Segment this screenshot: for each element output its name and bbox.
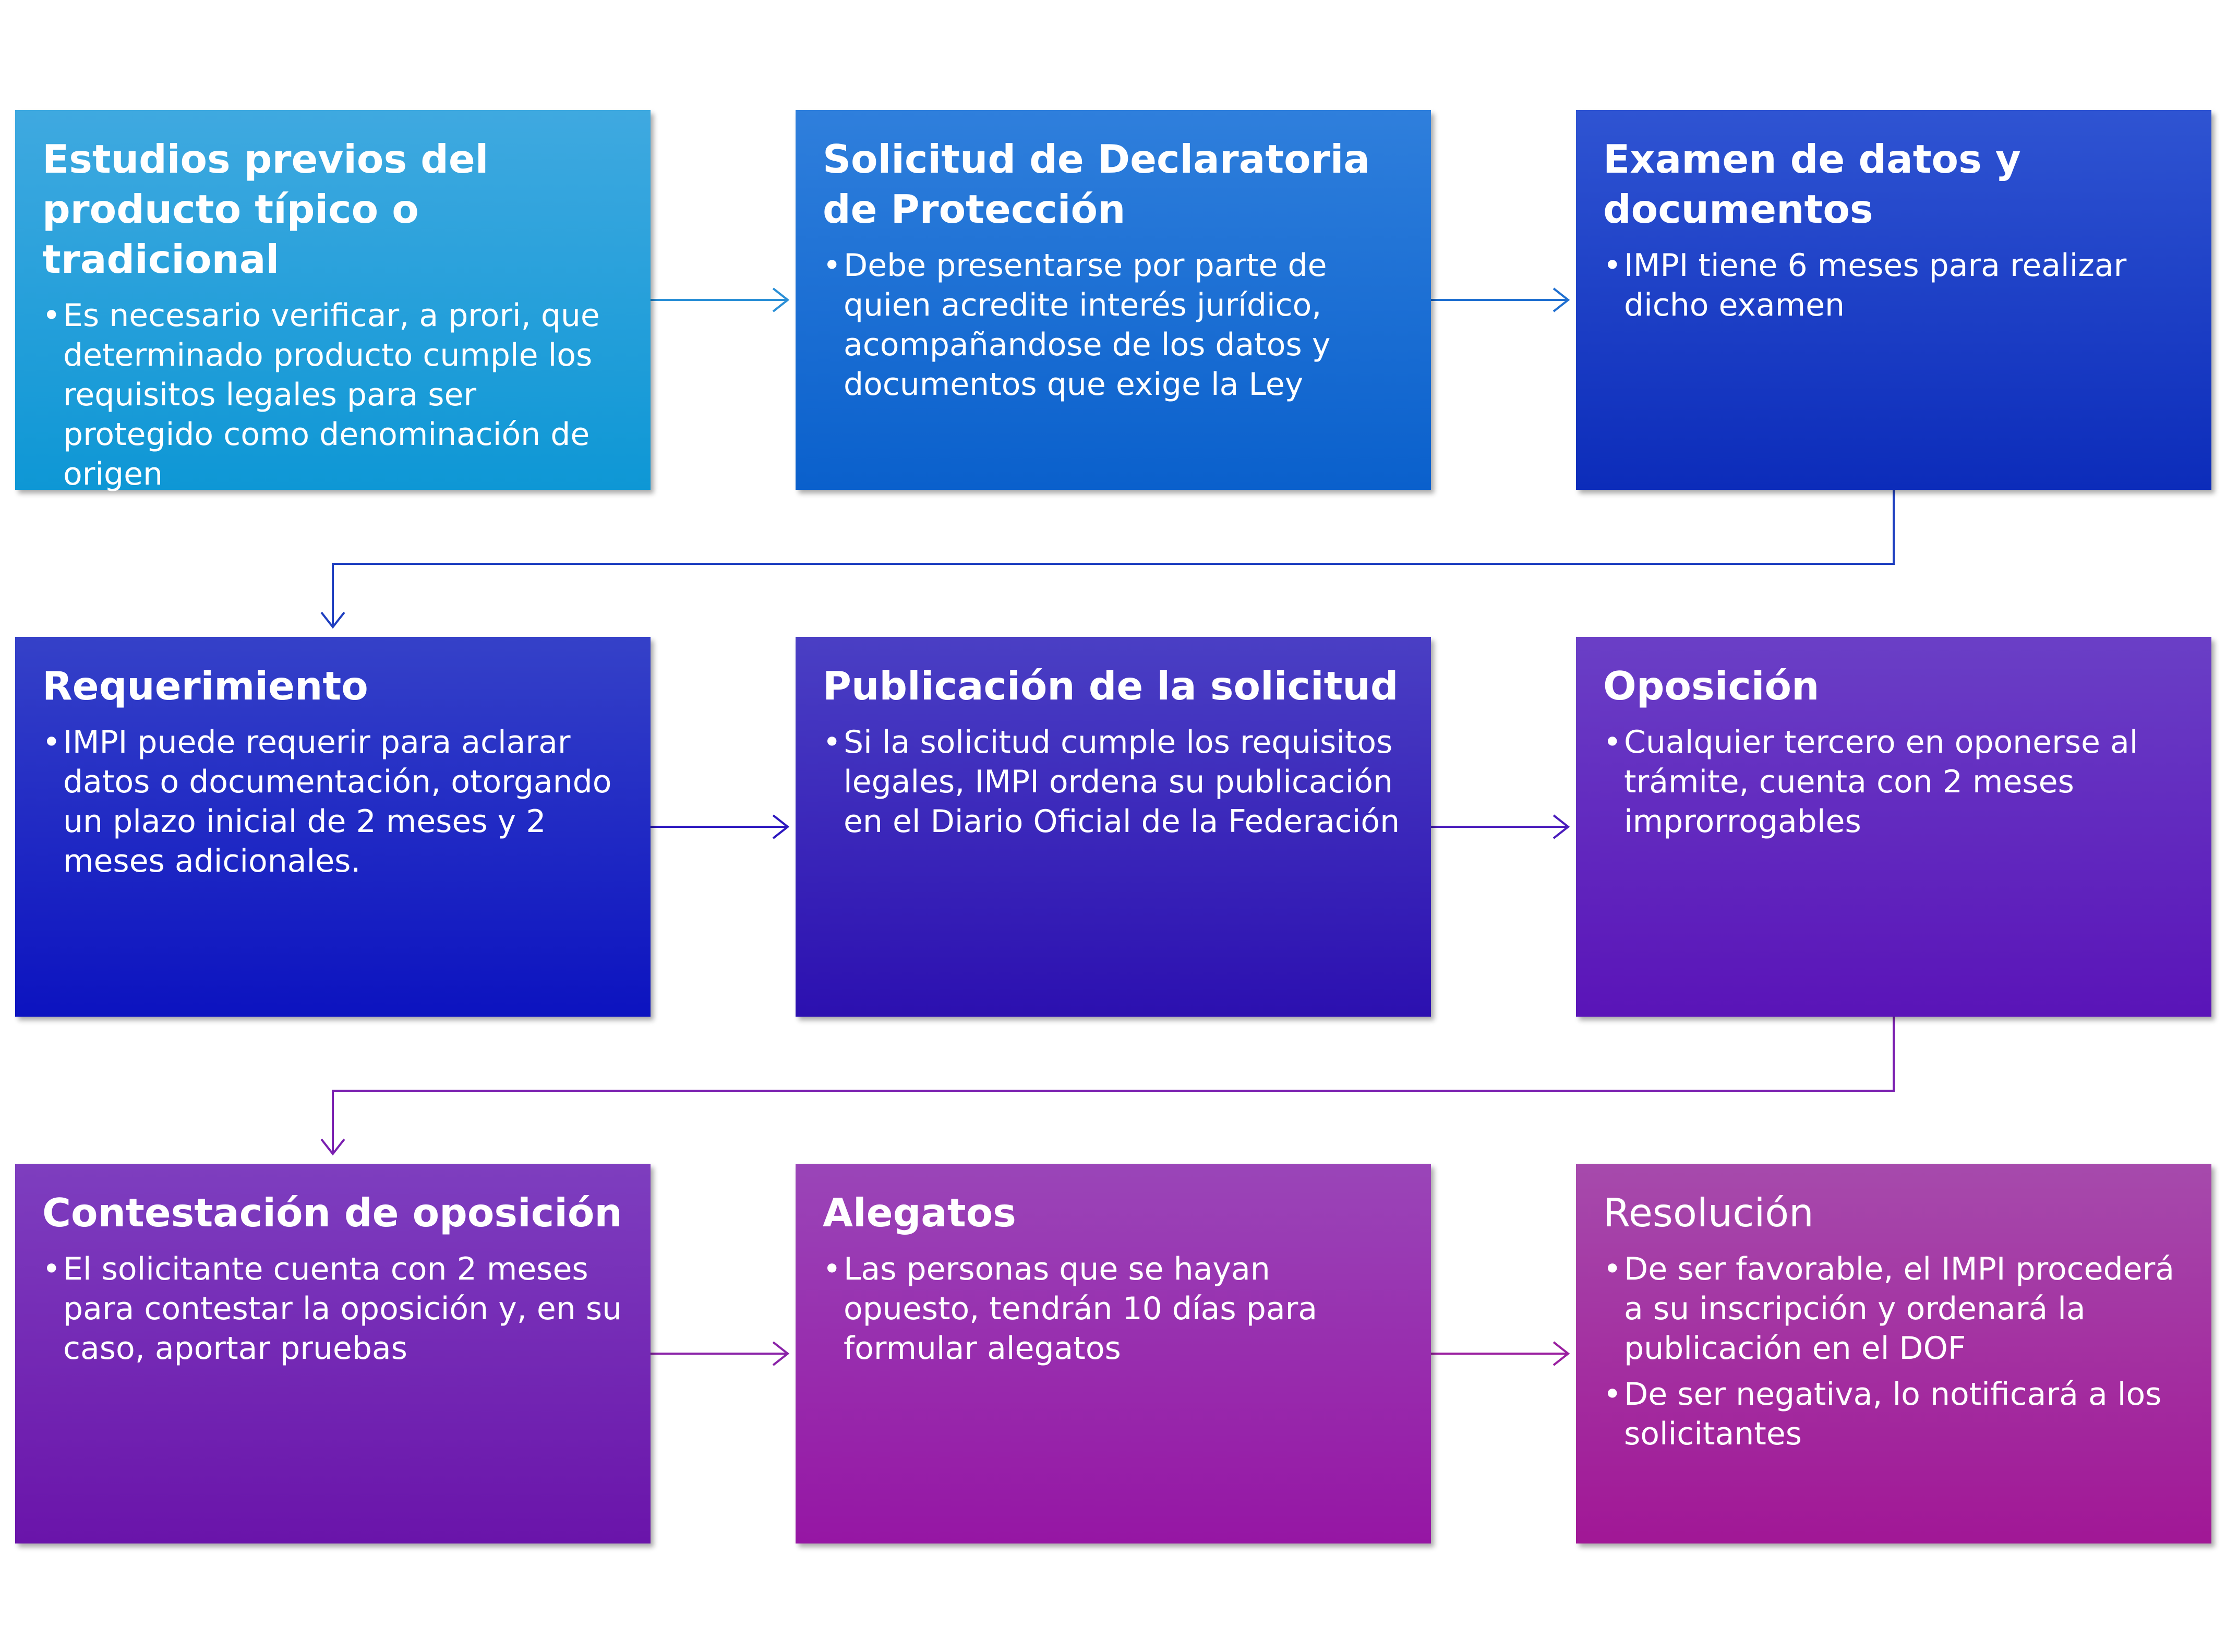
- step-title: Publicación de la solicitud: [823, 663, 1399, 709]
- step-title: Oposición: [1603, 663, 1820, 709]
- step-title: Requerimiento: [42, 663, 368, 709]
- step-bullets: De ser favorable, el IMPI procederá a su…: [1603, 1249, 2184, 1454]
- step-title: Contestación de oposición: [42, 1190, 622, 1236]
- arrow-step4-to-step5: [651, 814, 790, 839]
- step-bullet: Cualquier tercero en oponerse al trámite…: [1603, 722, 2184, 841]
- arrow-step8-to-step9: [1431, 1341, 1570, 1366]
- step-oposicion: Oposición Cualquier tercero en oponerse …: [1576, 637, 2211, 1017]
- step-estudios-previos: Estudios previos del producto típico o t…: [15, 110, 651, 492]
- step-bullets: IMPI tiene 6 meses para realizar dicho e…: [1603, 246, 2184, 325]
- step-bullet: De ser negativa, lo notificará a los sol…: [1603, 1374, 2184, 1454]
- arrow-step5-to-step6: [1431, 814, 1570, 839]
- arrow-step1-to-step2: [651, 287, 790, 312]
- arrow-step6-to-step7: [320, 1017, 1895, 1156]
- step-bullets: El solicitante cuenta con 2 meses para c…: [42, 1249, 623, 1368]
- step-bullets: Es necesario verificar, a prori, que det…: [42, 296, 623, 494]
- step-solicitud: Solicitud de Declaratoria de Protección …: [796, 110, 1431, 490]
- step-contestacion: Contestación de oposición El solicitante…: [15, 1164, 651, 1544]
- step-bullet: El solicitante cuenta con 2 meses para c…: [42, 1249, 623, 1368]
- step-bullets: Si la solicitud cumple los requisitos le…: [823, 722, 1404, 841]
- step-bullets: Debe presentarse por parte de quien acre…: [823, 246, 1404, 404]
- step-bullet: Las personas que se hayan opuesto, tendr…: [823, 1249, 1404, 1368]
- step-bullet: De ser favorable, el IMPI procederá a su…: [1603, 1249, 2184, 1368]
- step-examen: Examen de datos y documentos IMPI tiene …: [1576, 110, 2211, 490]
- step-title: Resolución: [1603, 1190, 1814, 1236]
- step-title: Alegatos: [823, 1190, 1016, 1236]
- step-title: Examen de datos y documentos: [1603, 136, 2021, 232]
- step-bullet: Debe presentarse por parte de quien acre…: [823, 246, 1404, 404]
- step-title: Estudios previos del producto típico o t…: [42, 136, 489, 282]
- step-bullet: Es necesario verificar, a prori, que det…: [42, 296, 623, 494]
- step-bullets: Cualquier tercero en oponerse al trámite…: [1603, 722, 2184, 841]
- step-bullet: IMPI tiene 6 meses para realizar dicho e…: [1603, 246, 2184, 325]
- step-publicacion: Publicación de la solicitud Si la solici…: [796, 637, 1431, 1017]
- arrow-step3-to-step4: [320, 490, 1895, 629]
- step-title: Solicitud de Declaratoria de Protección: [823, 136, 1370, 232]
- step-alegatos: Alegatos Las personas que se hayan opues…: [796, 1164, 1431, 1544]
- arrow-step7-to-step8: [651, 1341, 790, 1366]
- step-bullets: Las personas que se hayan opuesto, tendr…: [823, 1249, 1404, 1368]
- arrow-step2-to-step3: [1431, 287, 1570, 312]
- step-resolucion: Resolución De ser favorable, el IMPI pro…: [1576, 1164, 2211, 1544]
- step-bullet: Si la solicitud cumple los requisitos le…: [823, 722, 1404, 841]
- step-bullet: IMPI puede requerir para aclarar datos o…: [42, 722, 623, 881]
- step-requerimiento: Requerimiento IMPI puede requerir para a…: [15, 637, 651, 1017]
- step-bullets: IMPI puede requerir para aclarar datos o…: [42, 722, 623, 881]
